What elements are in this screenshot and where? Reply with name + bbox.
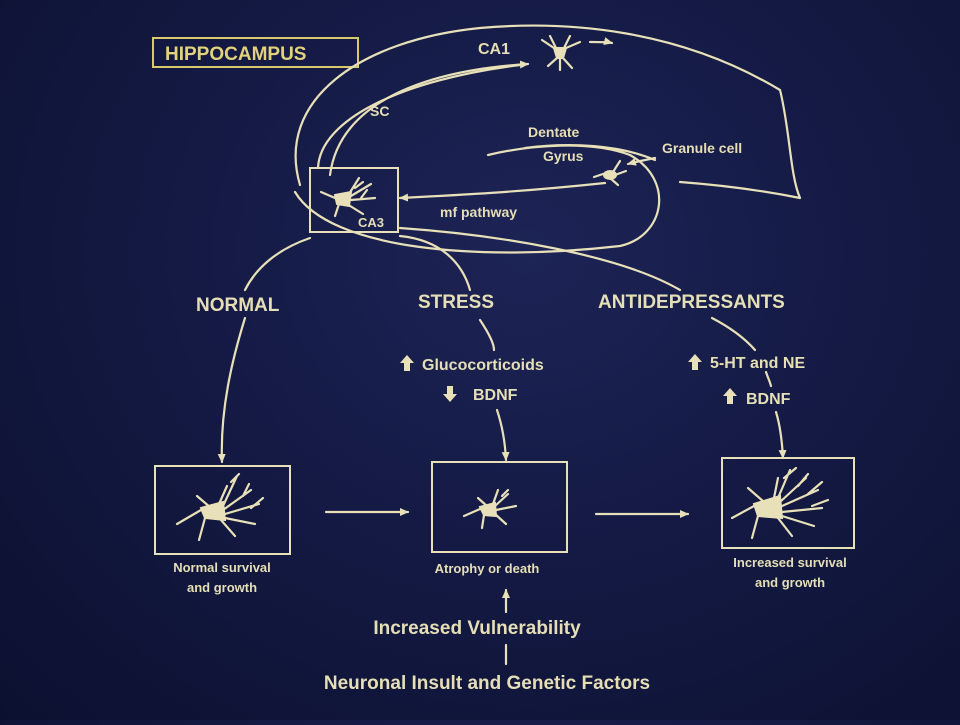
stress-label: STRESS <box>418 292 494 313</box>
down-arrow-icon <box>443 386 457 402</box>
antidepressant-bdnf-label: BDNF <box>746 391 791 408</box>
glucocorticoids-label: Glucocorticoids <box>422 357 544 374</box>
ca3-box <box>309 167 399 233</box>
neuronal-insult-label: Neuronal Insult and Genetic Factors <box>324 673 650 694</box>
branch-curves <box>217 226 787 464</box>
up-arrow-icon <box>688 354 702 370</box>
stress-outcome-caption: Atrophy or death <box>435 561 540 576</box>
antidepressants-outcome-box <box>721 457 855 549</box>
page-title: HIPPOCAMPUS <box>165 44 306 65</box>
hippocampal-pathways <box>328 37 657 202</box>
up-arrow-icon <box>400 355 414 371</box>
normal-outcome-caption-line2: and growth <box>187 580 257 595</box>
stress-bdnf-label: BDNF <box>473 387 518 404</box>
gyrus-label: Gyrus <box>543 148 584 164</box>
hippocampus-outline <box>293 24 802 254</box>
granule-cell-icon <box>592 159 628 187</box>
antidepressants-outcome-caption-line2: and growth <box>755 575 825 590</box>
antidepressants-label: ANTIDEPRESSANTS <box>598 292 785 313</box>
ca1-neuron-icon <box>540 34 582 72</box>
normal-outcome-box <box>154 465 291 555</box>
enhanced-neuron-icon <box>730 466 830 540</box>
normal-outcome-caption-line1: Normal survival <box>173 560 271 575</box>
up-arrow-icon <box>723 388 737 404</box>
mf-pathway-label: mf pathway <box>440 204 517 220</box>
normal-neuron-icon <box>175 472 265 542</box>
ca3-neuron-icon <box>319 176 377 218</box>
title-box <box>152 37 359 68</box>
ca3-label: CA3 <box>358 215 384 230</box>
ca1-label: CA1 <box>478 41 510 58</box>
normal-label: NORMAL <box>196 295 280 316</box>
increased-vulnerability-label: Increased Vulnerability <box>373 618 581 639</box>
dentate-label: Dentate <box>528 124 580 140</box>
sc-label: SC <box>370 103 389 119</box>
serotonin-norepinephrine-label: 5-HT and NE <box>710 355 805 372</box>
granule-cell-label: Granule cell <box>662 140 742 156</box>
antidepressants-outcome-caption-line1: Increased survival <box>733 555 846 570</box>
stress-outcome-box <box>431 461 568 553</box>
stress-neuron-icon <box>462 488 518 530</box>
